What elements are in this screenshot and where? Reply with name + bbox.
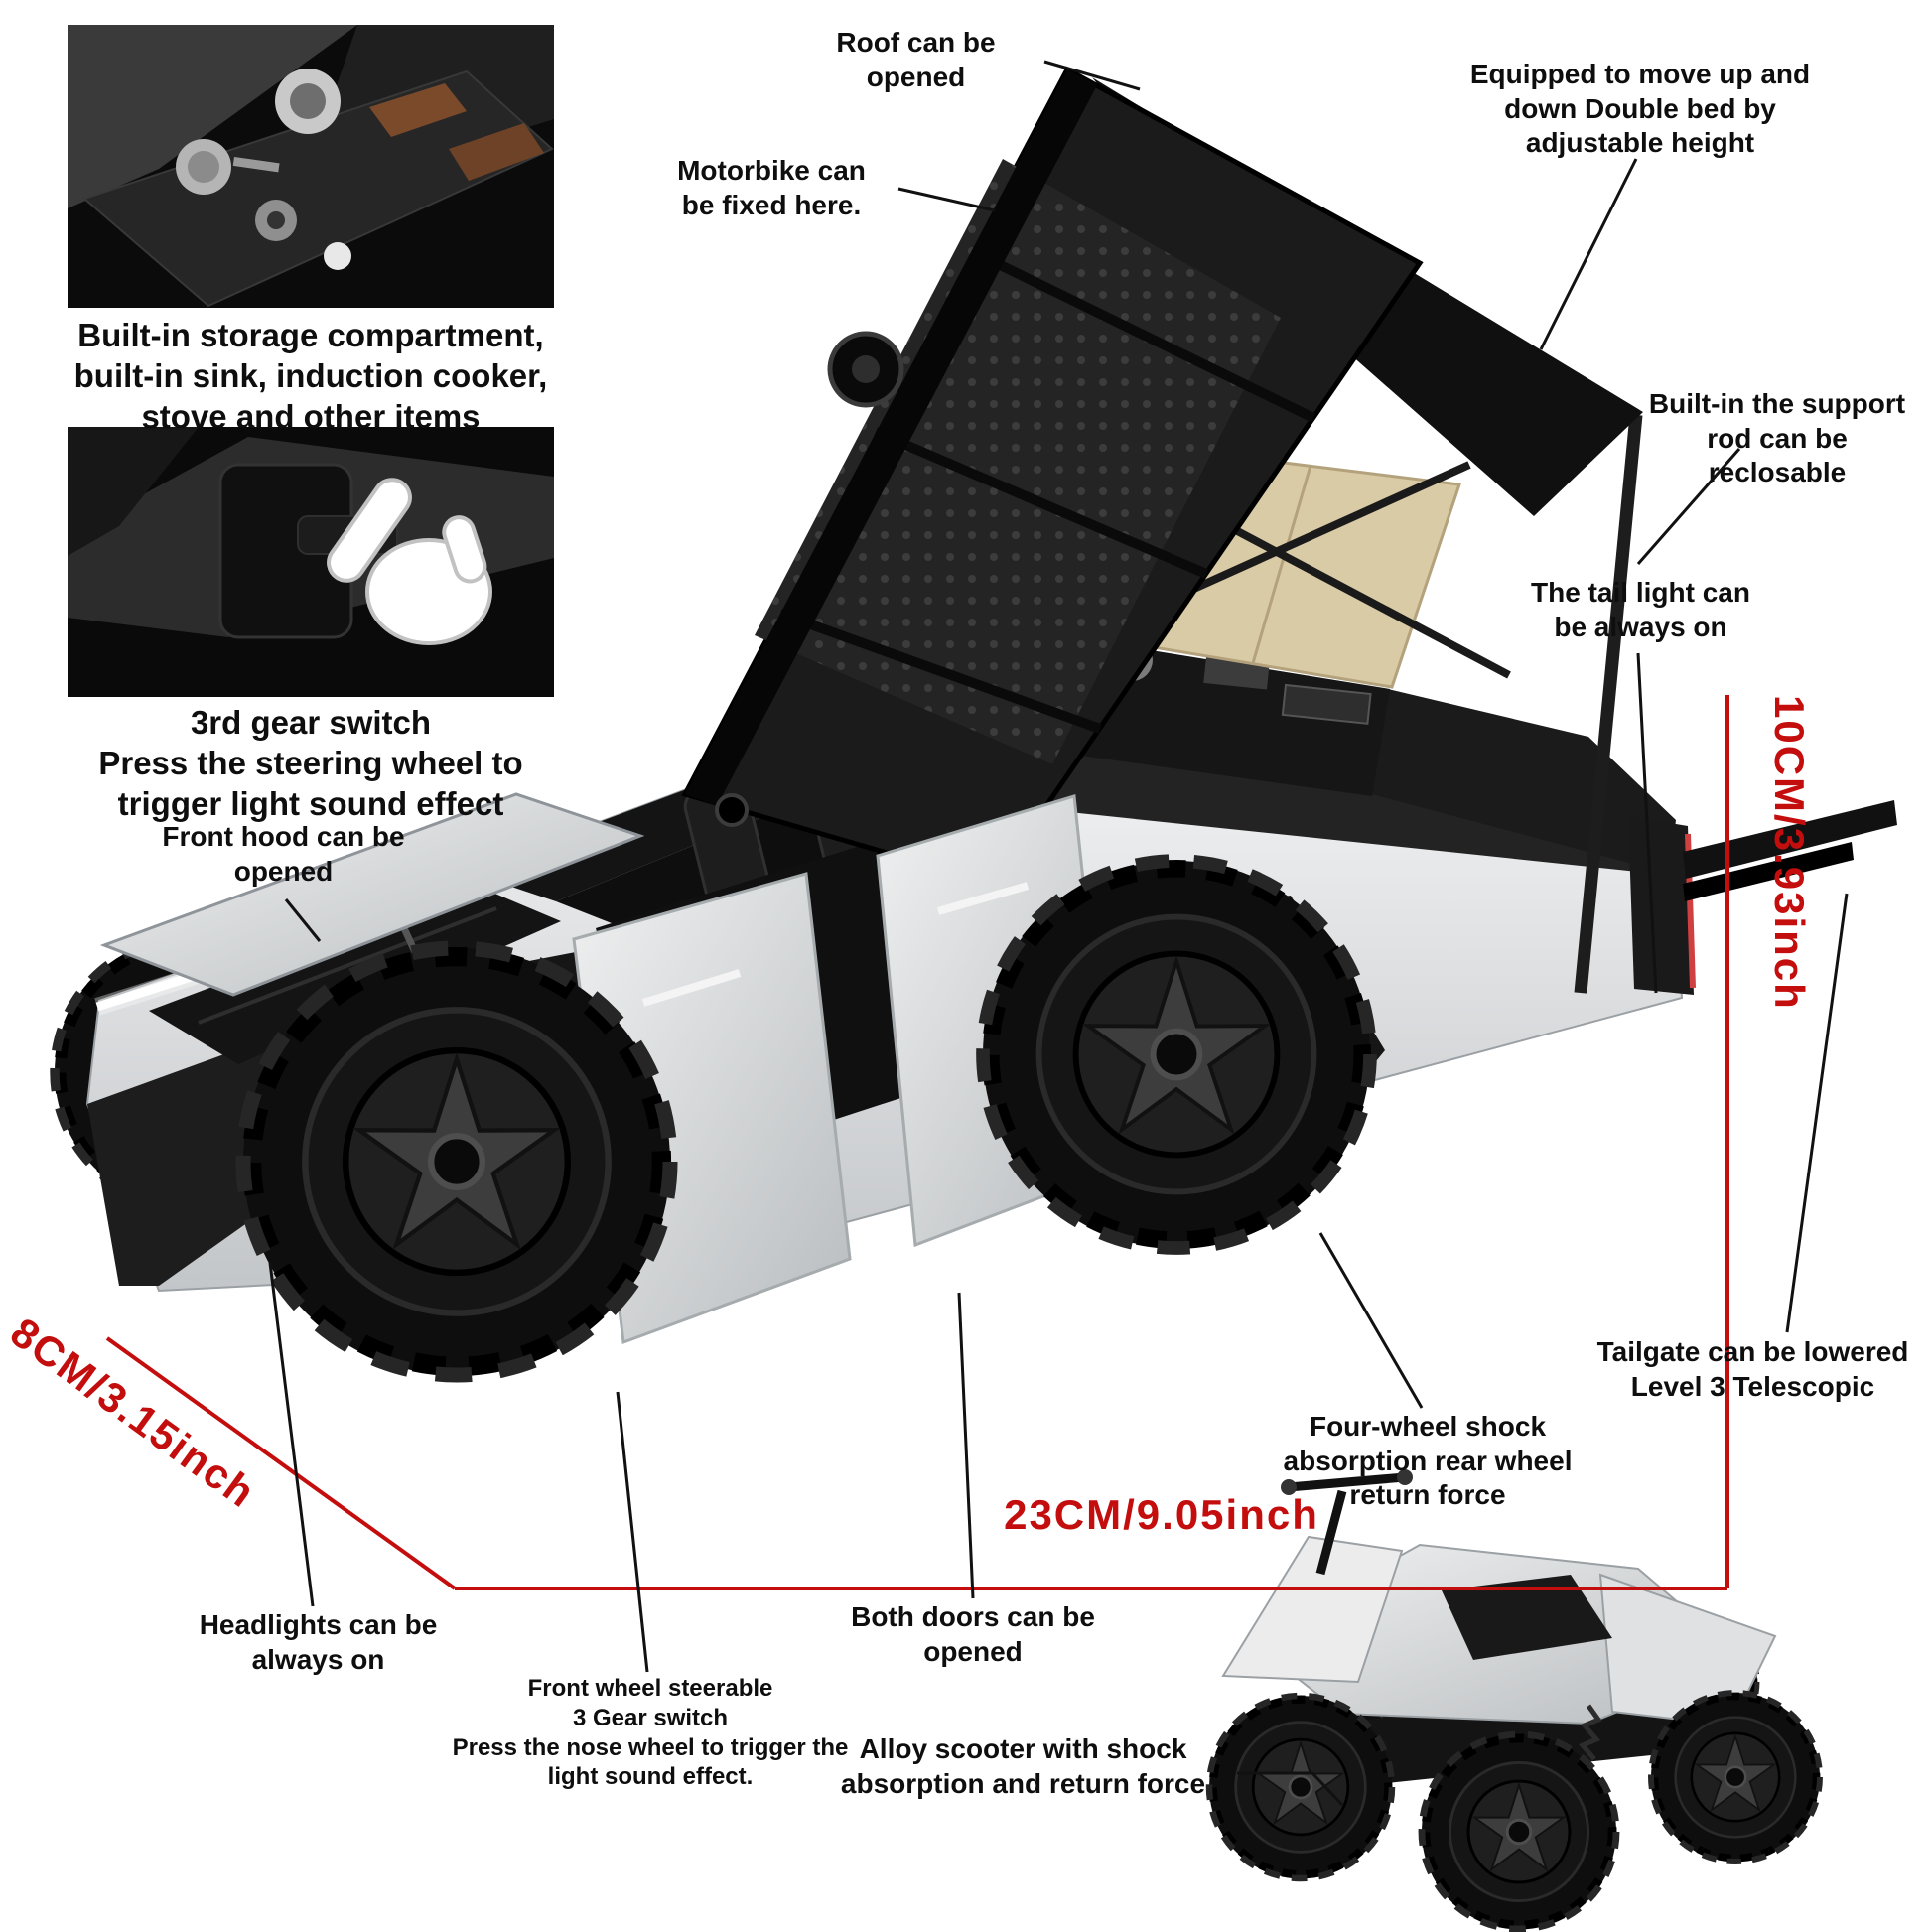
caption-storage: Built-in storage compartment, built-in s… [73, 317, 548, 435]
callout-scooter: Alloy scooter with shock absorption and … [840, 1733, 1206, 1799]
tailgate-ramp [1628, 800, 1897, 995]
roof-panel [681, 66, 1424, 887]
callout-front-wheel: Front wheel steerable 3 Gear switch Pres… [452, 1675, 849, 1791]
callout-both-doors: Both doors can be opened [851, 1601, 1095, 1667]
dimension-lines [105, 695, 1729, 1590]
callout-front-hood: Front hood can be opened [162, 821, 405, 887]
callout-tailgate: Tailgate can be lowered Level 3 Telescop… [1596, 1336, 1909, 1402]
callout-headlights: Headlights can be always on [199, 1609, 438, 1675]
rear-wheel [983, 861, 1370, 1248]
dim-height-label: 10CM/3.93inch [1766, 695, 1813, 1011]
gear-inset-photo [68, 427, 554, 697]
callout-tail-light: The tail light can be always on [1531, 577, 1750, 642]
callout-support-rod: Built-in the support rod can be reclosab… [1648, 388, 1906, 488]
truck-model [55, 66, 1897, 1375]
callout-roof: Roof can be opened [836, 27, 996, 92]
front-wheel [243, 948, 670, 1375]
pointing-hand-icon [327, 478, 492, 645]
storage-inset-photo [68, 25, 554, 308]
callout-motorbike: Motorbike can be fixed here. [677, 155, 866, 220]
callout-lines [268, 60, 1849, 1807]
dim-length-label: 23CM/9.05inch [1004, 1491, 1319, 1538]
callout-double-bed: Equipped to move up and down Double bed … [1469, 59, 1811, 159]
callout-shock: Four-wheel shock absorption rear wheel r… [1283, 1411, 1573, 1511]
caption-gear: 3rd gear switch Press the steering wheel… [98, 704, 523, 822]
